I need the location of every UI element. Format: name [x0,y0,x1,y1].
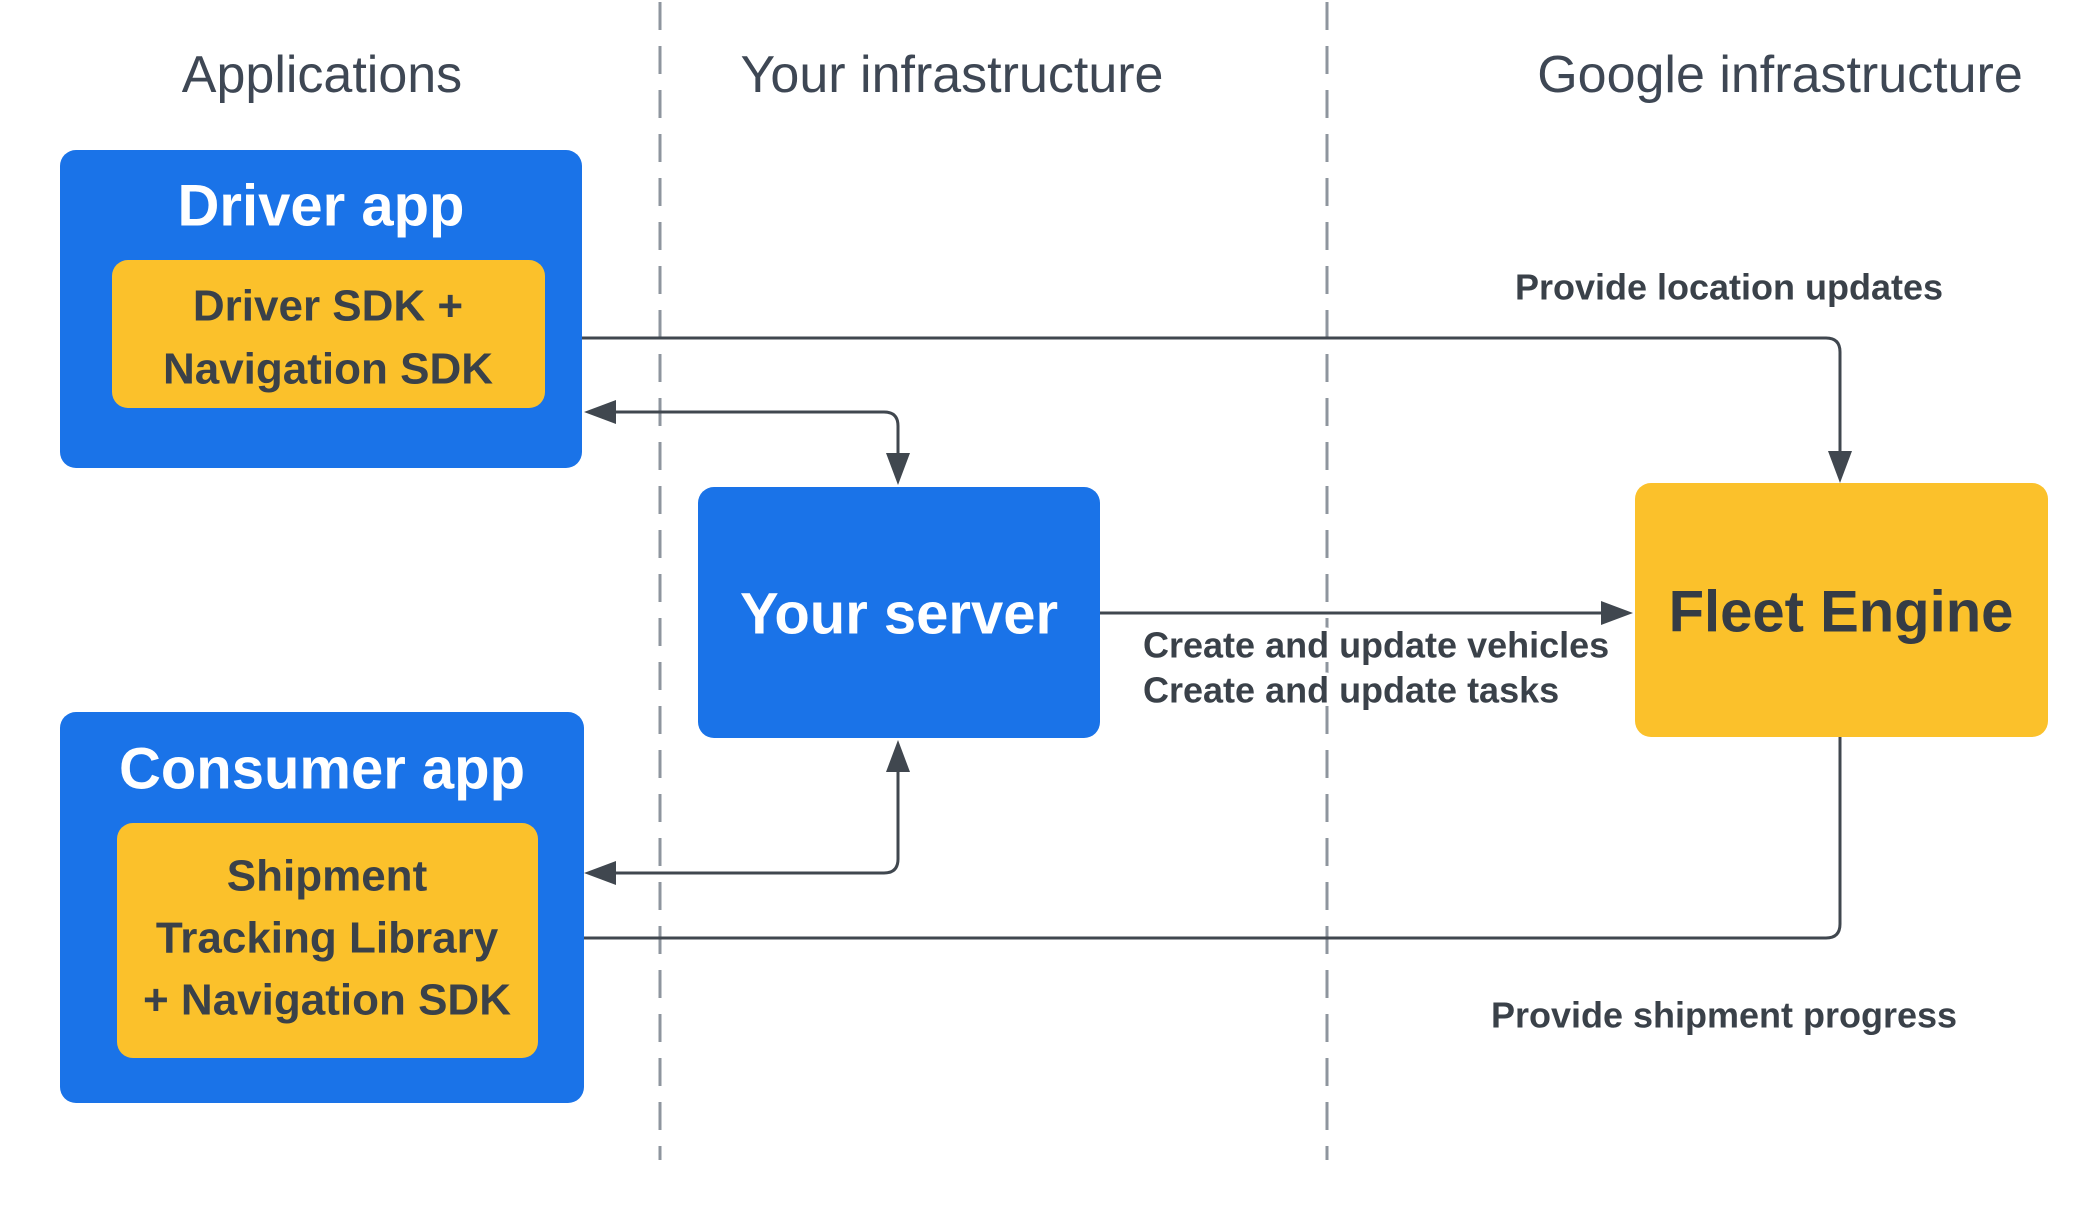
shipment-lib-box [117,823,538,1058]
your-server-box [698,487,1100,738]
consumer-app-node: Consumer app Shipment Tracking Library +… [60,712,584,1103]
fleet-engine-box [1635,483,2048,737]
driver-app-node: Driver app Driver SDK + Navigation SDK [60,150,582,468]
arrow-consumer-app-your-server-path [616,769,900,875]
driver-sdk-label-line2: Navigation SDK [163,345,493,394]
label-create-update-vehicles: Create and update vehicles [1143,625,1609,666]
label-provide-shipment-progress: Provide shipment progress [1491,995,1957,1036]
arrowhead-into-your-server-bottom [886,740,910,772]
arrow-shipment-progress-path [574,737,1842,940]
driver-sdk-box [112,260,545,408]
column-header-applications: Applications [182,46,462,104]
driver-sdk-label-line1: Driver SDK + [193,282,463,331]
shipment-lib-label-line3: + Navigation SDK [143,976,511,1025]
arrowhead-into-fleet-engine-top [1828,451,1852,483]
arrow-create-update [1100,601,1633,625]
column-header-google-infrastructure: Google infrastructure [1537,46,2023,104]
arrow-location-updates [545,326,1852,483]
arrowhead-into-consumer-app [584,861,616,885]
fleet-engine-node: Fleet Engine [1635,483,2048,737]
arrowhead-into-driver-app [584,400,616,424]
your-server-title: Your server [740,582,1058,647]
driver-app-title: Driver app [178,174,465,239]
your-server-node: Your server [698,487,1100,738]
column-header-your-infrastructure: Your infrastructure [741,46,1164,104]
arrow-consumer-app-your-server [584,740,910,885]
arrowhead-into-fleet-engine-left [1601,601,1633,625]
arrowhead-into-your-server-top [886,453,910,485]
arrow-shipment-progress [542,737,1842,950]
fleet-engine-title: Fleet Engine [1669,580,2014,645]
consumer-app-title: Consumer app [119,737,525,802]
shipment-lib-label-line2: Tracking Library [156,914,499,963]
arrow-driver-app-your-server [584,400,910,485]
label-provide-location-updates: Provide location updates [1515,267,1943,308]
arrow-driver-app-your-server-path [616,410,900,456]
label-create-update-tasks: Create and update tasks [1143,670,1559,711]
arrow-location-updates-path [577,336,1842,455]
shipment-lib-label-line1: Shipment [227,852,428,901]
